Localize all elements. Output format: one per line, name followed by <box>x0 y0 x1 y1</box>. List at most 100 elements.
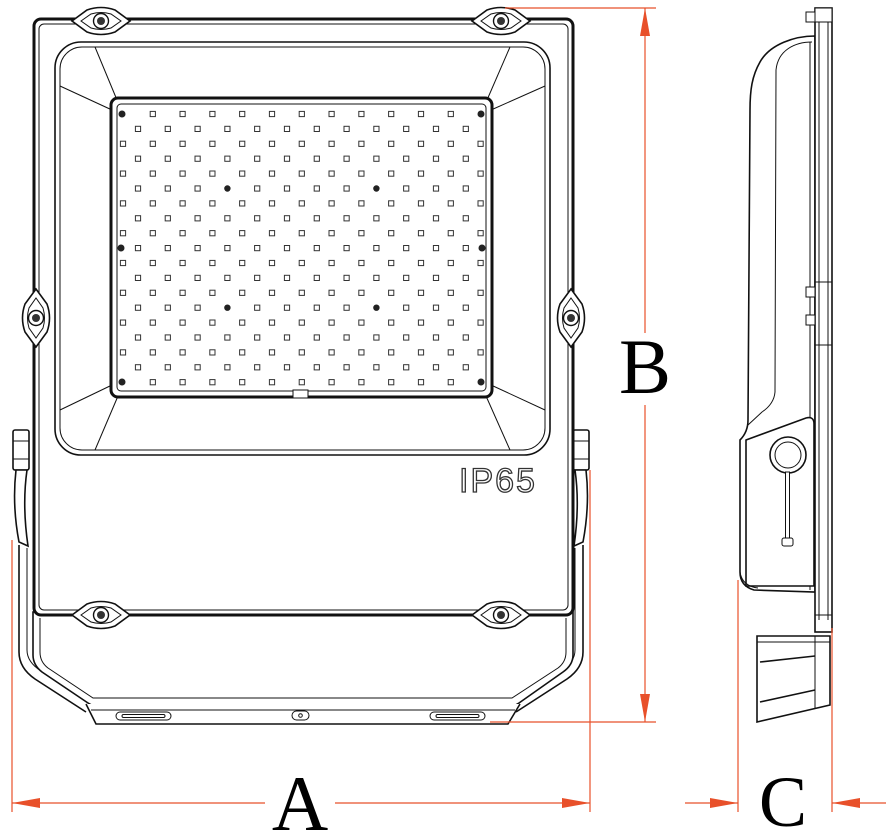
led-chip <box>432 185 440 192</box>
led-chip <box>432 274 440 281</box>
led-chip <box>417 230 425 237</box>
led-chip <box>403 125 410 133</box>
led-chip <box>283 334 291 341</box>
led-chip <box>328 110 335 118</box>
arrowhead <box>640 8 650 36</box>
led-chip <box>179 319 186 326</box>
led-chip <box>388 259 395 267</box>
led-chip <box>328 200 335 207</box>
led-chip <box>254 274 261 281</box>
led-chip <box>417 140 425 147</box>
led-chip <box>134 304 142 311</box>
led-chip <box>134 125 142 133</box>
panel-fixing-point <box>373 304 380 311</box>
led-chip <box>477 259 484 267</box>
led-chip <box>194 334 201 341</box>
side-lower-housing-line <box>759 655 816 663</box>
vent-slot-left-inner <box>121 714 166 718</box>
led-chip <box>179 140 186 147</box>
led-chip <box>179 289 186 296</box>
led-chip <box>149 349 156 356</box>
led-chip <box>224 274 231 281</box>
led-chip <box>477 289 484 296</box>
led-chip <box>298 349 305 356</box>
reflector <box>54 41 551 456</box>
led-chip <box>209 110 216 118</box>
led-chip <box>313 245 320 252</box>
led-chip <box>239 170 246 177</box>
led-chip <box>149 379 156 386</box>
arrowhead <box>832 798 860 808</box>
reflector-inner <box>59 46 546 451</box>
led-chip <box>134 185 142 192</box>
led-chip <box>209 319 216 326</box>
led-chip <box>358 200 365 207</box>
led-chip <box>447 110 454 118</box>
led-chip <box>149 110 156 118</box>
arrowhead <box>12 798 40 808</box>
led-chip <box>373 245 380 252</box>
led-chip <box>358 259 365 267</box>
led-chip <box>134 215 142 222</box>
led-chip <box>417 319 425 326</box>
panel-screw <box>477 378 485 386</box>
led-chip <box>134 364 142 371</box>
led-chip <box>403 304 410 311</box>
side-mid-nub <box>805 314 816 326</box>
mounting-bracket <box>12 429 590 713</box>
led-chip <box>313 155 320 162</box>
led-chip <box>403 274 410 281</box>
led-chip <box>254 185 261 192</box>
side-body-inner-line <box>747 41 813 426</box>
led-chip <box>254 245 261 252</box>
led-chip <box>254 334 261 341</box>
led-chip <box>164 155 171 162</box>
led-chip <box>194 155 201 162</box>
led-chip <box>164 125 171 133</box>
led-chip <box>239 110 246 118</box>
reflector-facet-line <box>486 46 511 101</box>
reflector-facet-line <box>94 46 118 101</box>
led-chip <box>388 170 395 177</box>
led-chip <box>358 230 365 237</box>
led-chip <box>477 140 484 147</box>
led-chip <box>209 259 216 267</box>
led-chip <box>224 364 231 371</box>
led-chip <box>254 364 261 371</box>
arrowhead <box>562 798 590 808</box>
led-chip <box>462 364 469 371</box>
led-chip <box>388 110 395 118</box>
bracket-arm-left-lower <box>18 545 87 713</box>
led-chip <box>209 349 216 356</box>
led-chip <box>209 379 216 386</box>
led-chip <box>283 125 291 133</box>
led-chip <box>134 274 142 281</box>
lower-housing-inner-line <box>39 618 567 699</box>
led-chip <box>432 334 440 341</box>
led-chip <box>164 215 171 222</box>
led-chip <box>283 304 291 311</box>
reflector-facet-line <box>490 384 546 411</box>
led-chip <box>462 185 469 192</box>
panel-fixing-point <box>224 304 231 311</box>
led-chip <box>194 185 201 192</box>
led-chip <box>343 334 350 341</box>
arrowhead <box>710 798 738 808</box>
led-chip <box>343 215 350 222</box>
led-chip <box>462 304 469 311</box>
led-chip <box>358 319 365 326</box>
led-chip <box>209 230 216 237</box>
panel-screw <box>118 110 126 118</box>
led-chip <box>462 334 469 341</box>
led-chip <box>403 215 410 222</box>
led-chip <box>254 215 261 222</box>
led-chip <box>432 304 440 311</box>
led-chip <box>268 140 276 147</box>
led-chip <box>403 185 410 192</box>
led-chip <box>164 334 171 341</box>
led-chip <box>283 245 291 252</box>
led-chip <box>164 185 171 192</box>
led-chip <box>224 155 231 162</box>
led-chip <box>373 364 380 371</box>
reflector-facet-line <box>490 85 546 111</box>
